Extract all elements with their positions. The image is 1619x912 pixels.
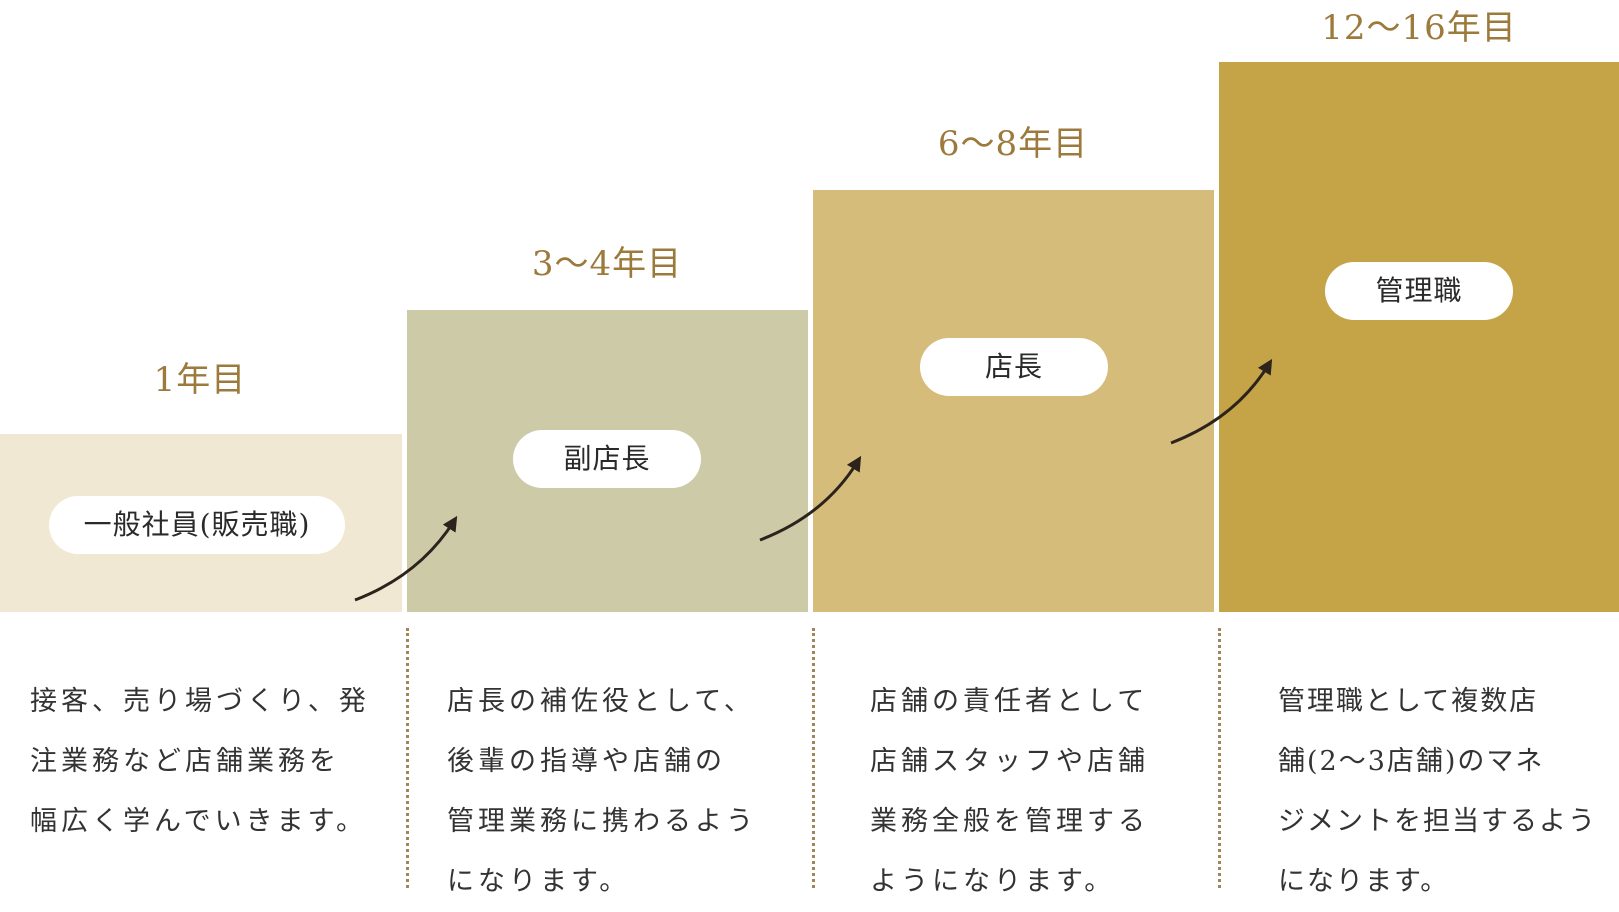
divider-3 [1218,628,1221,888]
year-label-4: 12〜16年目 [1321,8,1517,48]
arrow-icon-2 [759,455,862,542]
step-block-3 [813,190,1214,612]
divider-1 [406,628,409,888]
year-label-2: 3〜4年目 [531,244,683,284]
description-line: 管理業務に携わるよう [447,806,757,837]
arrow-icon-1 [354,515,458,602]
year-label-3: 6〜8年目 [937,124,1089,164]
description-2: 店長の補佐役として、 後輩の指導や店舗の 管理業務に携わるよう になります。 [447,672,757,912]
role-pill-3: 店長 [920,338,1108,396]
description-4: 管理職として複数店 舗(2〜3店舗)のマネ ジメントを担当するよう になります。 [1278,672,1597,912]
description-line: 業務全般を管理する [870,806,1149,837]
description-line: ようになります。 [870,866,1116,897]
divider-2 [812,628,815,888]
description-line: になります。 [1278,866,1450,897]
description-1: 接客、売り場づくり、発 注業務など店舗業務を 幅広く学んでいきます。 [30,672,370,852]
description-line: 店長の補佐役として、 [447,686,755,717]
description-line: 幅広く学んでいきます。 [30,806,367,837]
description-line: 管理職として複数店 [1278,686,1539,717]
role-pill-4: 管理職 [1325,262,1513,320]
arrow-icon-3 [1170,358,1273,445]
year-label-1: 1年目 [153,360,247,400]
role-pill-2: 副店長 [513,430,701,488]
description-line: ジメントを担当するよう [1278,806,1597,837]
role-pill-1: 一般社員(販売職) [49,496,345,554]
description-line: 店舗スタッフや店舗 [870,746,1149,777]
description-line: になります。 [447,866,631,897]
description-line: 接客、売り場づくり、発 [30,686,370,717]
description-3: 店舗の責任者として 店舗スタッフや店舗 業務全般を管理する ようになります。 [870,672,1149,912]
step-block-4 [1219,62,1619,612]
description-line: 店舗の責任者として [870,686,1149,717]
description-line: 後輩の指導や店舗の [447,746,726,777]
description-line: 舗(2〜3店舗)のマネ [1278,746,1545,777]
description-line: 注業務など店舗業務を [30,746,340,777]
